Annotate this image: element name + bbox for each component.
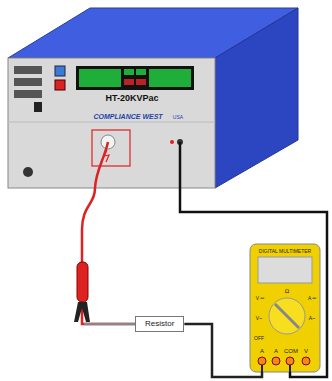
terminal-label: A [260, 348, 264, 354]
current-display [149, 69, 191, 87]
black-lead [179, 142, 182, 188]
voltage-display [79, 69, 121, 87]
node-label: DIGITAL MULTIMETER [259, 249, 311, 254]
terminal-jack [272, 357, 280, 365]
selector-dial [269, 298, 305, 334]
meter-a-lead [184, 324, 262, 377]
resistor-label: Resistor [145, 320, 174, 328]
multimeter-body [250, 244, 320, 372]
red-test-lead [82, 188, 135, 324]
power-switch [34, 102, 42, 112]
tester-side [215, 8, 298, 188]
terminal-jack [258, 357, 266, 365]
blue-button [55, 66, 65, 76]
return-lead [180, 188, 327, 377]
terminal-label: A [274, 348, 278, 354]
switch [14, 66, 42, 74]
node-label: HT-20KVPac [105, 94, 158, 103]
terminal-jack [302, 357, 310, 365]
dial-label: OFF [254, 336, 264, 341]
brand-name: COMPLIANCE WEST [93, 113, 162, 120]
dial-label: V~ [256, 316, 262, 321]
tester-panel: HT-20KVPac [8, 58, 215, 188]
red-test-lead [82, 188, 135, 324]
dial-label: V ═ [256, 296, 264, 301]
red-button [55, 80, 65, 90]
indicator [136, 69, 146, 75]
switch [14, 90, 42, 98]
clip-jaws [74, 302, 90, 322]
dial-label: A~ [309, 316, 315, 321]
indicator [124, 69, 134, 75]
brand-country: USA [173, 115, 183, 120]
resistor-lead [84, 323, 135, 326]
output-terminal-frame [92, 130, 130, 166]
knob [23, 167, 33, 177]
tester-front-panel [8, 58, 215, 188]
indicator [136, 79, 146, 85]
multimeter-display [258, 257, 312, 283]
resistor-box: Resistor [135, 316, 184, 332]
dial-label: A ═ [308, 296, 316, 301]
dial-pointer [275, 304, 299, 328]
terminal-label: COM [284, 348, 298, 354]
dial-label: Ω [285, 288, 290, 294]
panel-divider [8, 122, 215, 123]
terminal-jack [286, 357, 294, 365]
red-lead [95, 142, 108, 188]
indicator-dot [170, 140, 174, 144]
indicator [124, 79, 134, 85]
meter-a-lead [184, 324, 262, 377]
display-bezel [76, 66, 194, 90]
terminal-label: V [304, 348, 308, 354]
switch [14, 78, 42, 86]
return-lead [180, 188, 327, 377]
alligator-clip [77, 262, 88, 302]
